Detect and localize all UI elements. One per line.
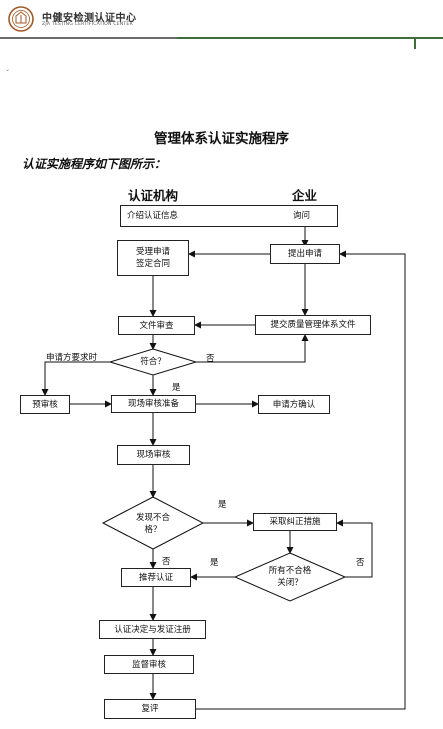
org-name-cn: 中健安检测认证中心 bbox=[42, 13, 137, 24]
reassessment-box: 复评 bbox=[104, 699, 196, 719]
edge-label-conform-no: 否 bbox=[206, 354, 215, 364]
intro-info-box: 介绍认证信息 询问 bbox=[120, 205, 338, 227]
header-divider-tick bbox=[414, 37, 416, 49]
edge-label-nonconformity-yes: 是 bbox=[218, 500, 227, 510]
cert-decision-box: 认证决定与发证注册 bbox=[99, 620, 206, 639]
submit-application-box: 提出申请 bbox=[270, 244, 340, 264]
applicant-confirm-box: 申请方确认 bbox=[258, 395, 330, 414]
intro-info-label: 介绍认证信息 bbox=[127, 211, 179, 221]
column-header-cert-body: 认证机构 bbox=[128, 188, 179, 203]
decision-all-closed-shape bbox=[233, 552, 347, 602]
edge-label-applicant-request: 申请方要求时 bbox=[46, 353, 98, 363]
edge-label-closed-yes: 是 bbox=[210, 558, 219, 568]
submit-qms-docs-box: 提交质量管理体系文件 bbox=[255, 315, 371, 335]
accept-application-box: 受理申请 签定合同 bbox=[117, 240, 189, 276]
pre-audit-box: 预审核 bbox=[20, 395, 70, 414]
inquiry-label: 询问 bbox=[293, 211, 311, 221]
decision-nonconformity-label: 发现不合 格？ bbox=[135, 513, 170, 535]
document-title: 管理体系认证实施程序 bbox=[154, 131, 289, 147]
document-review-box: 文件审查 bbox=[118, 316, 195, 335]
onsite-prep-box: 现场审核准备 bbox=[111, 395, 196, 413]
corrective-action-box: 采取纠正措施 bbox=[253, 513, 337, 531]
collapse-chevron-icon[interactable]: ⌄ bbox=[5, 66, 11, 73]
edge-label-nonconformity-no: 否 bbox=[162, 557, 171, 567]
header-divider bbox=[0, 37, 443, 39]
surveillance-audit-box: 监督审核 bbox=[104, 655, 194, 674]
column-header-enterprise: 企业 bbox=[292, 188, 318, 203]
decision-all-closed-label: 所有不合格 关闭？ bbox=[268, 566, 312, 588]
page-header: 中健安检测认证中心 ZJA TESTING CERTIFICATION CENT… bbox=[0, 0, 443, 48]
org-name-en: ZJA TESTING CERTIFICATION CENTER bbox=[42, 22, 133, 27]
edge-label-closed-no: 否 bbox=[356, 558, 365, 568]
document-subtitle: 认证实施程序如下图所示： bbox=[22, 157, 167, 171]
onsite-audit-box: 现场审核 bbox=[117, 445, 190, 465]
org-logo-icon bbox=[8, 6, 34, 32]
recommend-cert-box: 推荐认证 bbox=[121, 568, 191, 587]
decision-conform-label: 符合？ bbox=[140, 357, 166, 367]
edge-label-conform-yes: 是 bbox=[172, 383, 181, 393]
